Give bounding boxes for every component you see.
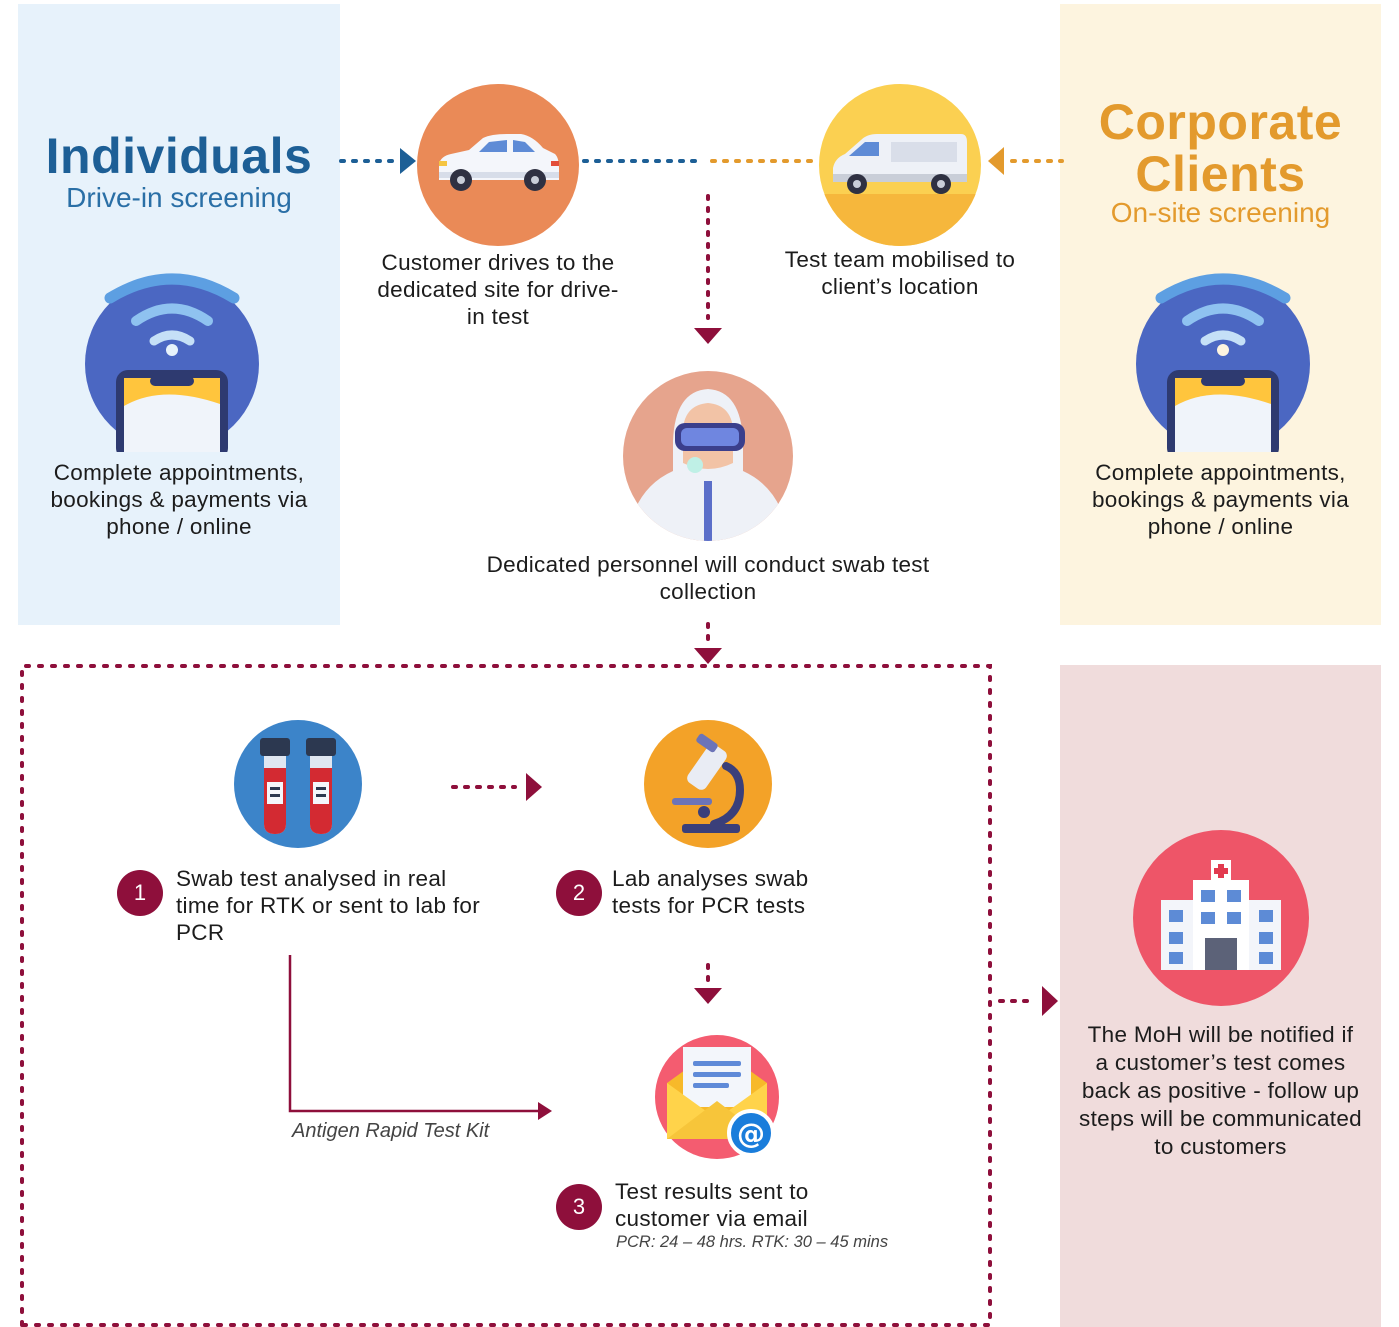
hospital-icon: [1133, 830, 1309, 1006]
swab-step-text: Dedicated personnel will conduct swab te…: [486, 552, 930, 604]
microscope-icon: [644, 720, 772, 848]
individuals-subtitle: Drive-in screening: [66, 182, 292, 213]
corporate-title-line1: Corporate: [1098, 94, 1343, 150]
arrowhead-down-3: [694, 988, 722, 1004]
timing-note: PCR: 24 – 48 hrs. RTK: 30 – 45 mins: [616, 1233, 889, 1251]
arrowhead-right-2: [1042, 986, 1058, 1016]
van-icon: [819, 84, 981, 246]
antigen-path: [288, 955, 540, 1113]
step-1-text: Swab test analysed in real time for RTK …: [176, 866, 480, 945]
step-1-badge: 1: [117, 870, 163, 916]
step-2-badge: 2: [556, 870, 602, 916]
step-2-text: Lab analyses swab tests for PCR tests: [612, 866, 809, 918]
arrowhead-orange: [988, 147, 1004, 175]
arrowhead-down-1: [694, 328, 722, 344]
step-3-text: Test results sent to customer via email: [615, 1179, 809, 1231]
arrowhead-antigen: [538, 1102, 552, 1120]
email-envelope-icon: @: [655, 1031, 779, 1163]
svg-text:@: @: [737, 1117, 765, 1150]
individuals-booking-text: Complete appointments, bookings & paymen…: [50, 460, 308, 539]
moh-text: The MoH will be notified if a customer’s…: [1079, 1022, 1362, 1159]
corporate-booking-text: Complete appointments, bookings & paymen…: [1091, 460, 1350, 539]
car-icon: [417, 84, 579, 246]
corporate-subtitle: On-site screening: [1110, 197, 1331, 228]
arrowhead-right-1: [526, 773, 542, 801]
health-worker-icon: [623, 371, 793, 541]
arrowhead-down-2: [694, 648, 722, 664]
individuals-title: Individuals: [45, 128, 313, 184]
arrowhead-blue: [400, 148, 416, 174]
step-3-badge: 3: [556, 1184, 602, 1230]
drive-step-text: Customer drives to the dedicated site fo…: [377, 250, 619, 329]
corporate-title: Corporate Clients: [1060, 96, 1381, 200]
antigen-label: Antigen Rapid Test Kit: [292, 1120, 490, 1142]
lab-process-box: [20, 664, 992, 1327]
test-tubes-icon: [234, 720, 362, 848]
phone-wifi-icon: [82, 266, 262, 452]
phone-wifi-icon-corporate: [1133, 266, 1313, 452]
mobilise-step-text: Test team mobilised to client’s location: [784, 247, 1016, 299]
corporate-title-line2: Clients: [1135, 146, 1306, 202]
